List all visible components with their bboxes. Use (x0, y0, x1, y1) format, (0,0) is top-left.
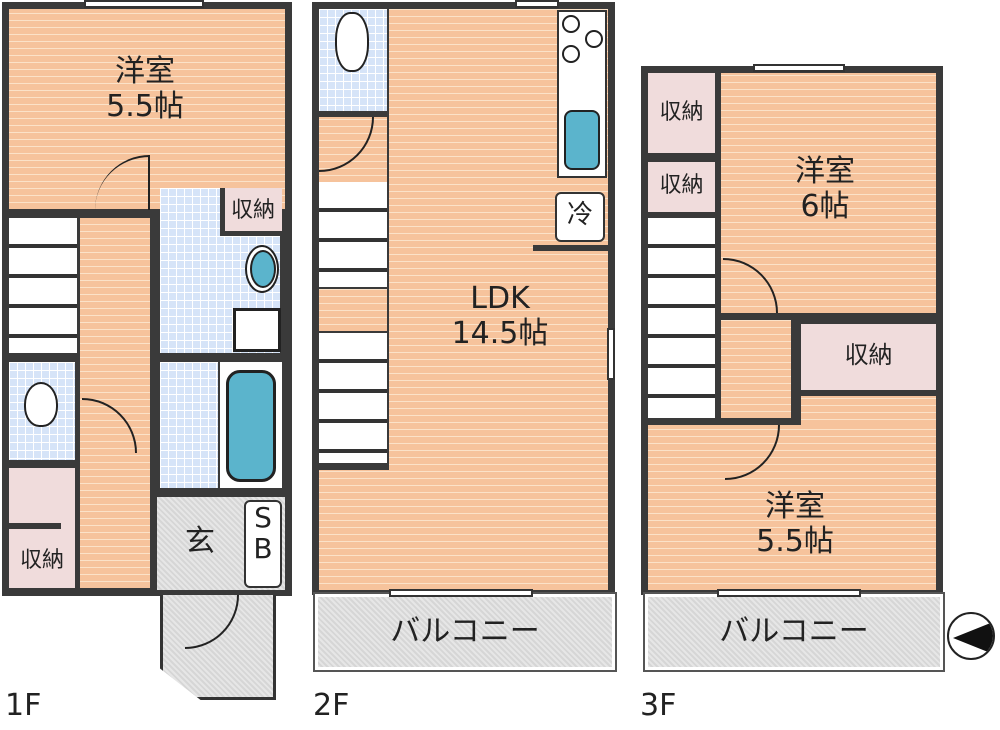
storage-1-3f[interactable] (648, 73, 715, 153)
north-arrow-icon (947, 612, 995, 660)
floor-label-3f: 3F (640, 688, 677, 723)
room-size: 5.5帖 (756, 523, 834, 559)
room-western-south-3f (648, 425, 936, 590)
stairs[interactable] (648, 218, 715, 418)
room-western-1f (9, 9, 285, 209)
window (515, 0, 559, 8)
room-label: 洋室 5.5帖 (725, 489, 865, 559)
room-size: 6帖 (800, 188, 850, 224)
storage-label: 収納 (659, 173, 704, 198)
fridge-label: 冷 (566, 200, 593, 230)
fridge (555, 192, 605, 242)
bathtub-icon (226, 370, 276, 482)
floor-2f: 冷 LDK 14.5帖 バルコニー 2F (305, 0, 625, 730)
storage-3-3f[interactable] (801, 324, 936, 390)
room-name: 洋室 (765, 489, 825, 524)
room-western-north-3f (721, 73, 936, 313)
washing-machine-icon (233, 308, 281, 352)
balcony-label: バルコニー (719, 614, 869, 649)
window (84, 0, 204, 8)
room-ldk-lower (319, 470, 608, 590)
kitchen-sink-icon (564, 110, 600, 170)
room-label: LDK 14.5帖 (405, 281, 595, 351)
stove-icon (585, 30, 603, 48)
floor-1f: 洋室 5.5帖 収納 収納 玄 S B 1F (0, 0, 300, 730)
floor-label-2f: 2F (313, 688, 350, 723)
landing (319, 289, 387, 331)
storage-2-3f[interactable] (648, 162, 715, 212)
room-name: 洋室 (115, 54, 175, 89)
storage-label: 収納 (659, 100, 704, 125)
balcony-2f (313, 592, 617, 672)
room-name: 洋室 (795, 154, 855, 189)
balcony-3f (643, 592, 945, 672)
stove-icon (562, 45, 580, 63)
window (717, 589, 861, 597)
window (389, 589, 533, 597)
storage-label: 収納 (844, 341, 893, 369)
room-size: 14.5帖 (451, 315, 549, 351)
toilet-icon (24, 382, 58, 427)
room-label: 洋室 6帖 (755, 154, 895, 224)
storage-label: 収納 (19, 548, 64, 573)
stairs[interactable] (319, 182, 387, 287)
floor-label-1f: 1F (5, 688, 42, 723)
storage-label: 収納 (230, 198, 275, 223)
room-western-south-ext (801, 396, 936, 426)
toilet-icon (335, 12, 369, 72)
storage-upper-1f[interactable] (220, 188, 282, 236)
entrance-label: 玄 (185, 524, 215, 559)
room-name: LDK (470, 281, 530, 316)
window (753, 64, 845, 72)
shoe-box[interactable] (244, 500, 282, 588)
wall (533, 245, 608, 251)
room-size: 5.5帖 (106, 88, 184, 124)
room-label: 洋室 5.5帖 (60, 54, 230, 124)
stove-icon (562, 15, 580, 33)
shoe-box-label: S B (244, 501, 282, 565)
stairs[interactable] (9, 218, 77, 353)
sink-basin-icon (250, 250, 276, 288)
bath-area (160, 362, 218, 488)
stairs[interactable] (319, 333, 387, 463)
shelf-divider (9, 523, 61, 529)
compass-arrow-icon (953, 622, 993, 654)
hallway-3f (721, 320, 791, 418)
shoe-box-b: B (253, 531, 273, 565)
window (607, 328, 615, 380)
shoe-box-s: S (254, 501, 272, 534)
balcony-label: バルコニー (390, 614, 540, 649)
floor-3f: 洋室 6帖 収納 収納 収納 洋室 5.5帖 バルコニー 3F (635, 0, 1000, 730)
